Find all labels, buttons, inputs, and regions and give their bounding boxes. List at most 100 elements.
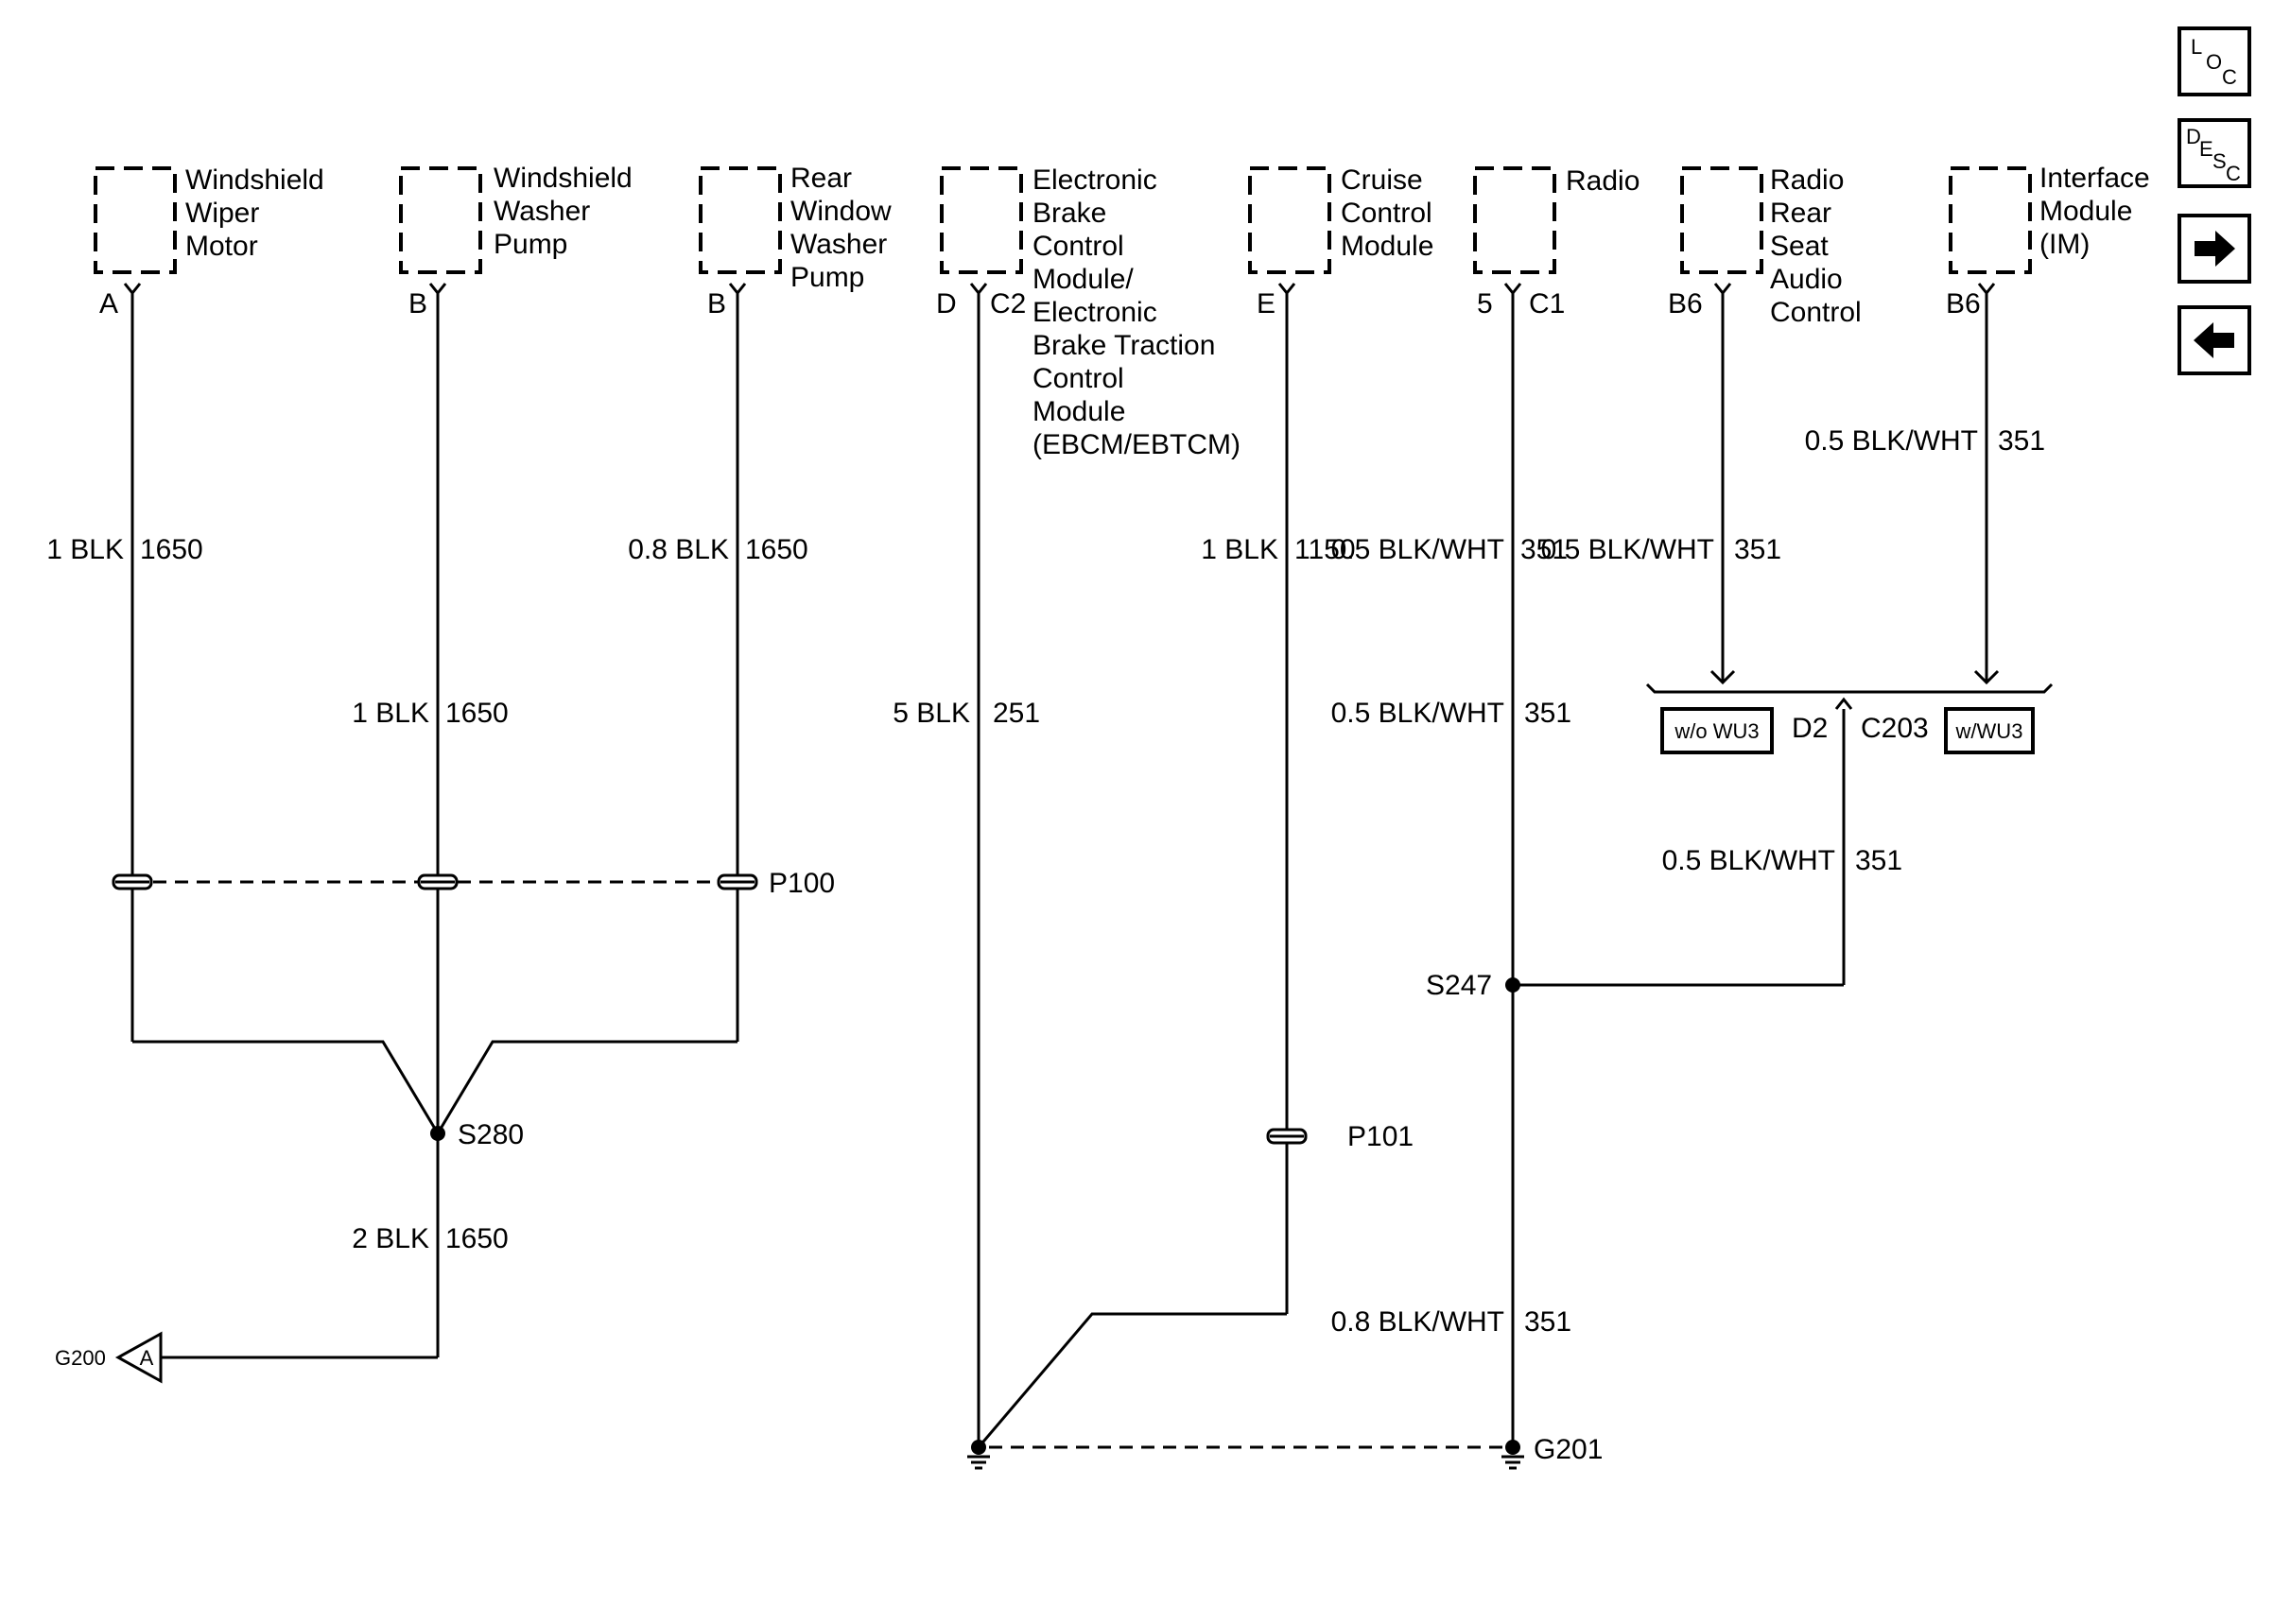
previous-button[interactable] — [2178, 305, 2251, 375]
description-button[interactable]: D E S C — [2178, 118, 2251, 188]
loc-letter: C — [2222, 65, 2237, 89]
component-name: Wiper — [185, 198, 259, 229]
wire-label: 0.5 BLK/WHT 351 — [1331, 534, 1568, 565]
wire-size: 0.5 BLK/WHT — [1541, 534, 1714, 565]
wire-label: 0.5 BLK/WHT 351 — [1662, 845, 1902, 876]
pin-label: E — [1257, 288, 1275, 320]
component-name: Pump — [790, 262, 864, 293]
component-name: Module — [2039, 196, 2132, 227]
pin-label: A — [99, 288, 118, 320]
pin-label: B — [707, 288, 726, 320]
wire-label: 0.8 BLK 1650 — [628, 534, 808, 565]
splice-s247[interactable]: S247 — [1426, 970, 1520, 1001]
loc-letter: L — [2191, 35, 2202, 59]
component-ebcm-ebtcm[interactable]: Electronic Brake Control Module/ Electro… — [936, 164, 1241, 460]
wire-size: 1 BLK — [352, 698, 429, 729]
component-name: Electronic — [1032, 297, 1157, 328]
wire-size: 0.5 BLK/WHT — [1662, 845, 1835, 876]
component-radio-rear-seat-audio-control[interactable]: Radio Rear Seat Audio Control B6 — [1668, 164, 1862, 328]
component-name: Windshield — [185, 164, 324, 196]
connector-p101[interactable]: P101 — [1266, 1121, 1414, 1152]
wire-circuit: 1650 — [140, 534, 203, 565]
arrow-left-icon — [2194, 322, 2234, 358]
ground-g200[interactable]: A G200 — [55, 1331, 163, 1384]
pin-label: 5 — [1477, 288, 1493, 320]
component-name: Motor — [185, 231, 258, 262]
pin-label: B — [408, 288, 427, 320]
component-name: Electronic — [1032, 164, 1157, 196]
ground-g201[interactable]: G201 — [967, 1434, 1603, 1470]
wire-size: 0.8 BLK — [628, 534, 729, 565]
splice-s280[interactable]: S280 — [430, 1119, 524, 1150]
component-windshield-wiper-motor[interactable]: Windshield Wiper Motor A — [94, 164, 324, 320]
wire-label: 0.5 BLK/WHT 351 — [1805, 425, 2045, 457]
component-interface-module[interactable]: Interface Module (IM) B6 — [1946, 163, 2150, 320]
splice-s280-label: S280 — [458, 1119, 524, 1150]
loc-letter: O — [2206, 50, 2222, 74]
component-name: Radio — [1566, 165, 1640, 197]
wire-label: 0.5 BLK/WHT 351 — [1331, 698, 1571, 729]
wire-circuit: 351 — [1524, 698, 1571, 729]
desc-letter: C — [2226, 162, 2241, 185]
wire-size: 5 BLK — [893, 698, 970, 729]
wire-label: 0.8 BLK/WHT 351 — [1331, 1306, 1571, 1338]
wire-circuit: 1650 — [745, 534, 808, 565]
desc-letter: E — [2199, 137, 2213, 161]
wire-circuit: 351 — [1855, 845, 1902, 876]
wire-size: 1 BLK — [1201, 534, 1278, 565]
component-rear-window-washer-pump[interactable]: Rear Window Washer Pump B — [699, 163, 892, 320]
component-cruise-control-module[interactable]: Cruise Control Module E — [1248, 164, 1433, 320]
option-without-wu3: w/o WU3 — [1674, 719, 1759, 743]
wire-circuit: 351 — [1998, 425, 2045, 457]
pin-label: B6 — [1946, 288, 1981, 320]
wire-circuit: 351 — [1734, 534, 1781, 565]
splice-s247-label: S247 — [1426, 970, 1492, 1001]
option-with-wu3: w/WU3 — [1955, 719, 2023, 743]
component-name: Rear — [1770, 198, 1831, 229]
wire-circuit: 1650 — [445, 1223, 509, 1254]
component-name: Washer — [790, 229, 887, 260]
connector-p100[interactable]: P100 — [112, 868, 835, 899]
component-windshield-washer-pump[interactable]: Windshield Washer Pump B — [399, 163, 633, 320]
wire-circuit: 1650 — [445, 698, 509, 729]
connector-p100-label: P100 — [769, 868, 835, 899]
component-name: Pump — [494, 229, 567, 260]
component-name: Module — [1341, 231, 1433, 262]
c203-label: C203 — [1861, 713, 1929, 744]
wire-size: 0.5 BLK/WHT — [1331, 534, 1504, 565]
component-name: Cruise — [1341, 164, 1423, 196]
next-button[interactable] — [2178, 214, 2251, 284]
location-button[interactable]: L O C — [2178, 26, 2251, 96]
wire-label: 1 BLK 1650 — [46, 534, 202, 565]
component-name: (IM) — [2039, 229, 2090, 260]
component-name: Brake — [1032, 198, 1106, 229]
component-name: Window — [790, 196, 892, 227]
component-name: Windshield — [494, 163, 633, 194]
arrow-right-icon — [2195, 231, 2235, 267]
component-radio[interactable]: Radio 5 C1 — [1473, 165, 1640, 320]
wire-paths — [130, 293, 2054, 1448]
wire-label: 2 BLK 1650 — [352, 1223, 508, 1254]
component-name: Radio — [1770, 164, 1844, 196]
wire-label: 0.5 BLK/WHT 351 — [1541, 534, 1781, 565]
ground-g201-label: G201 — [1534, 1434, 1603, 1465]
desc-letter: S — [2212, 149, 2227, 173]
wire-size: 0.5 BLK/WHT — [1331, 698, 1504, 729]
wire-size: 0.5 BLK/WHT — [1805, 425, 1978, 457]
connector-label: C2 — [990, 288, 1026, 320]
connector-c203[interactable]: D2 C203 w/o WU3 w/WU3 — [1660, 707, 2035, 754]
wire-circuit: 351 — [1524, 1306, 1571, 1338]
ground-g200-label: G200 — [55, 1346, 106, 1370]
connector-label: C1 — [1529, 288, 1565, 320]
wire-label: 1 BLK 1650 — [352, 698, 508, 729]
wire-size: 2 BLK — [352, 1223, 429, 1254]
wire-circuit: 351 — [1520, 534, 1568, 565]
wire-circuit: 251 — [993, 698, 1040, 729]
component-name: Control — [1770, 297, 1862, 328]
component-name: (EBCM/EBTCM) — [1032, 429, 1241, 460]
wire-size: 1 BLK — [46, 534, 124, 565]
component-name: Seat — [1770, 231, 1829, 262]
component-name: Rear — [790, 163, 852, 194]
component-name: Washer — [494, 196, 590, 227]
